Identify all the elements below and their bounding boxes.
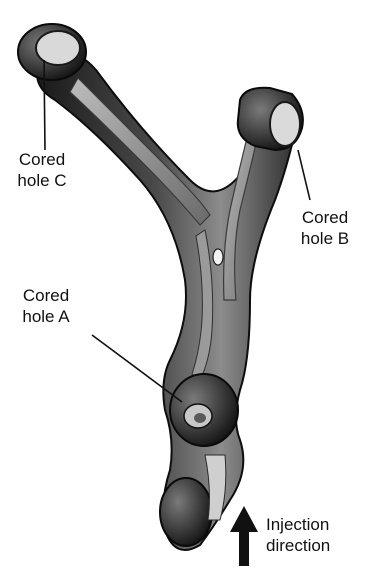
cored-hole-a-inner [194, 413, 206, 423]
label-cored-hole-a-line1: Cored [8, 285, 84, 306]
ball-joint [160, 478, 212, 546]
label-cored-hole-c: Cored hole C [4, 149, 80, 191]
upper-rib [70, 78, 210, 225]
label-cored-hole-b-line1: Cored [285, 207, 365, 228]
injection-arrow-icon [230, 506, 258, 566]
label-injection-line1: Injection [266, 514, 366, 535]
label-cored-hole-c-line1: Cored [4, 149, 80, 170]
leader-line-c [44, 60, 45, 150]
web-hole [213, 249, 223, 265]
label-injection-direction: Injection direction [266, 514, 366, 556]
leader-line-b [298, 150, 310, 200]
label-cored-hole-b: Cored hole B [285, 207, 365, 249]
label-injection-line2: direction [266, 535, 366, 556]
label-cored-hole-c-line2: hole C [4, 170, 80, 191]
label-cored-hole-b-line2: hole B [285, 228, 365, 249]
cored-hole-b [270, 102, 300, 146]
label-cored-hole-a: Cored hole A [8, 285, 84, 327]
cored-hole-c [36, 31, 80, 65]
label-cored-hole-a-line2: hole A [8, 306, 84, 327]
